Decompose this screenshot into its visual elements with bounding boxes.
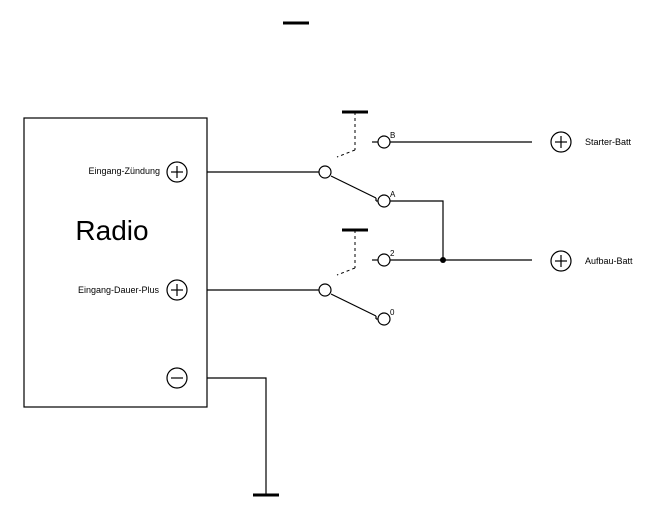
junction-dot: [440, 257, 446, 263]
switch1-dashed-link: [336, 149, 356, 158]
switch1-common: [318, 165, 332, 179]
radio-box: [23, 117, 208, 408]
plus-icon: [166, 279, 188, 301]
switch2-contact-bottom-label: 0: [390, 308, 395, 317]
switch2-contact-top-label: 2: [390, 249, 395, 258]
ground-wire: [207, 377, 267, 495]
input-permanent-label: Eingang-Dauer-Plus: [78, 285, 160, 295]
plus-icon: [166, 161, 188, 183]
plus-icon: [550, 131, 572, 153]
input-ignition-label: Eingang-Zündung: [88, 166, 160, 176]
aux-batt-label: Aufbau-Batt: [585, 256, 633, 266]
plus-icon: [550, 250, 572, 272]
switch1-contact-top-label: B: [390, 131, 395, 140]
starter-batt-label: Starter-Batt: [585, 137, 632, 147]
wire-a-to-junction: [390, 200, 444, 260]
switch1-contact-b: [377, 135, 391, 149]
switch2-contact-2: [377, 253, 391, 267]
minus-icon: [166, 367, 188, 389]
switch1-lever: [330, 175, 377, 199]
switch1-contact-a: [377, 194, 391, 208]
switch1-contact-bottom-label: A: [390, 190, 396, 199]
switch2-common: [318, 283, 332, 297]
switch2-contact-0: [377, 312, 391, 326]
switch2-dashed-link: [336, 267, 356, 276]
switch2-lever: [330, 293, 377, 317]
radio-title: Radio: [75, 215, 148, 246]
